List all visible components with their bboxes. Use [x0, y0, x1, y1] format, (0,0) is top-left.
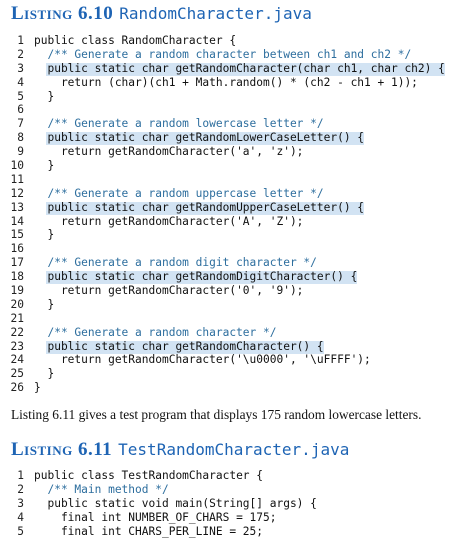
line-number: 19 [10, 284, 24, 298]
code-text: } [34, 228, 55, 242]
code-text: } [34, 297, 55, 311]
line-number: 8 [17, 131, 24, 145]
code-text: return getRandomCharacter('A', 'Z'); [34, 214, 304, 228]
line-highlight [46, 271, 358, 285]
code-text: public static char getRandomCharacter() … [34, 339, 324, 353]
line-number: 4 [17, 75, 24, 89]
listing-6-11-title: Listing 6.11 TestRandomCharacter.java [11, 439, 349, 461]
line-number: 20 [10, 297, 24, 311]
line-number: 13 [10, 200, 24, 214]
body-paragraph: Listing 6.11 gives a test program that d… [11, 407, 422, 422]
code-text: /** Generate a random character between … [34, 47, 412, 61]
code-text: public static char getRandomLowerCaseLet… [34, 131, 365, 145]
line-number: 26 [10, 381, 24, 395]
line-number: 9 [17, 145, 24, 159]
code-text: /** Generate a random lowercase letter *… [34, 117, 324, 131]
line-number: 23 [10, 339, 24, 353]
code-text: final int CHARS_PER_LINE = 25; [34, 524, 264, 538]
code-text: /** Main method */ [34, 482, 169, 496]
line-number: 1 [17, 34, 24, 47]
listing-label: Listing 6.10 [11, 3, 114, 24]
line-number: 22 [10, 325, 24, 339]
line-number: 10 [10, 159, 24, 173]
line-number: 6 [17, 103, 24, 117]
line-highlight [46, 62, 445, 76]
code-text: return getRandomCharacter('\u0000', '\uF… [34, 353, 371, 367]
line-number: 17 [10, 256, 24, 270]
line-number: 7 [17, 117, 24, 131]
code-text: public static char getRandomUpperCaseLet… [34, 200, 365, 214]
code-text: return getRandomCharacter('0', '9'); [34, 284, 304, 298]
line-number: 14 [10, 214, 24, 228]
listing-filename: RandomCharacter.java [119, 4, 312, 23]
line-number: 21 [10, 311, 24, 325]
code-text: } [34, 89, 55, 103]
line-highlight [46, 132, 365, 146]
line-number: 25 [10, 367, 24, 381]
line-number: 11 [10, 172, 24, 186]
line-highlight [46, 340, 324, 354]
listing-label: Listing 6.11 [11, 439, 113, 460]
code-text: } [34, 367, 55, 381]
listing-filename: TestRandomCharacter.java [118, 440, 350, 459]
code-text: final int NUMBER_OF_CHARS = 175; [34, 510, 277, 524]
code-text: } [34, 159, 55, 173]
line-number: 3 [17, 496, 24, 510]
line-number: 5 [17, 89, 24, 103]
line-number: 2 [17, 482, 24, 496]
line-number: 2 [17, 47, 24, 61]
code-text: public class RandomCharacter { [34, 34, 237, 47]
code-text: return (char)(ch1 + Math.random() * (ch2… [34, 75, 418, 89]
code-text: public static char getRandomDigitCharact… [34, 270, 358, 284]
line-number: 3 [17, 61, 24, 75]
code-text: return getRandomCharacter('a', 'z'); [34, 145, 304, 159]
code-text: public static char getRandomCharacter(ch… [34, 61, 445, 75]
line-number: 4 [17, 510, 24, 524]
line-number: 5 [17, 524, 24, 538]
line-number: 12 [10, 186, 24, 200]
line-number: 16 [10, 242, 24, 256]
line-number: 18 [10, 270, 24, 284]
line-number: 1 [17, 469, 24, 482]
code-text: /** Generate a random digit character */ [34, 256, 317, 270]
line-highlight [46, 201, 365, 215]
line-number: 15 [10, 228, 24, 242]
code-text: /** Generate a random character */ [34, 325, 277, 339]
code-text: public class TestRandomCharacter { [34, 469, 264, 482]
code-text: } [34, 381, 41, 395]
line-number: 24 [10, 353, 24, 367]
code-text: public static void main(String[] args) { [34, 496, 317, 510]
code-text: /** Generate a random uppercase letter *… [34, 186, 324, 200]
listing-6-10-title: Listing 6.10 RandomCharacter.java [11, 3, 312, 25]
